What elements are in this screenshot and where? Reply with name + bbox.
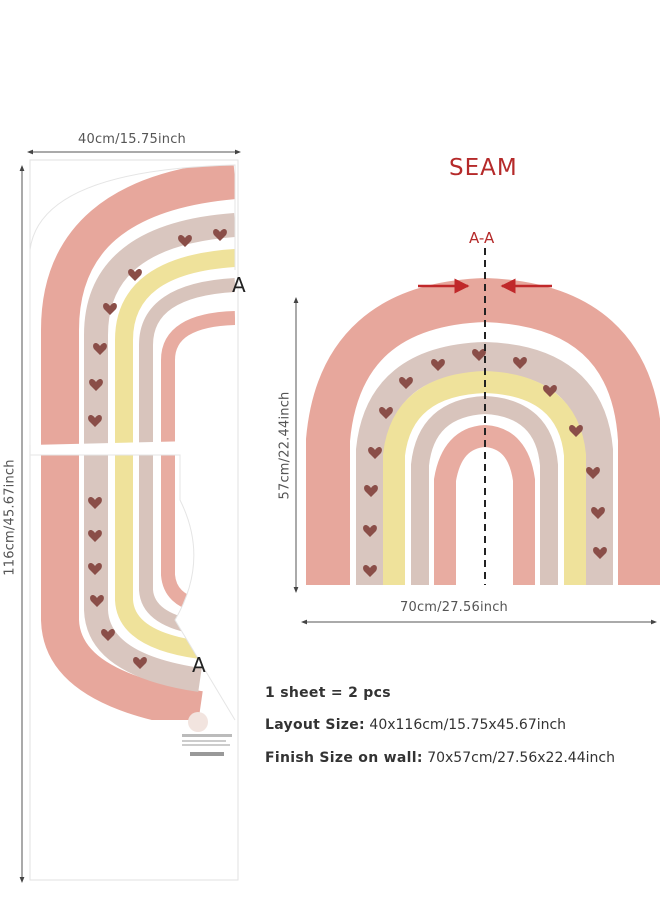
hearts-top [88,228,227,427]
layout-size-label: Layout Size: [265,717,365,733]
seam-marker-a-top: A [232,273,246,297]
hearts-assembled [363,348,607,577]
sheet-width-label: 40cm/15.75inch [78,132,186,147]
seam-marker-a-bottom: A [192,653,206,677]
layout-size-value: 40x116cm/15.75x45.67inch [369,717,567,733]
finish-size-label: Finish Size on wall: [265,750,423,766]
seam-aa-label: A-A [469,229,495,247]
finish-size-value: 70x57cm/27.56x22.44inch [427,750,615,766]
rainbow-piece-top [41,165,235,445]
sticker-sheet-outline [29,159,239,881]
layout-size-row: Layout Size: 40x116cm/15.75x45.67inch [265,717,566,733]
assembled-height-label: 57cm/22.44inch [277,391,293,500]
seam-title: SEAM [449,155,518,181]
pieces-count-text: 1 sheet = 2 pcs [265,685,391,701]
product-label [182,712,232,756]
finish-size-row: Finish Size on wall: 70x57cm/27.56x22.44… [265,750,615,766]
assembled-width-label: 70cm/27.56inch [400,600,508,615]
rainbow-piece-bottom [41,455,203,720]
sheet-height-label: 116cm/45.67inch [2,459,18,576]
hearts-bottom [88,496,147,669]
pieces-count: 1 sheet = 2 pcs [265,685,391,701]
